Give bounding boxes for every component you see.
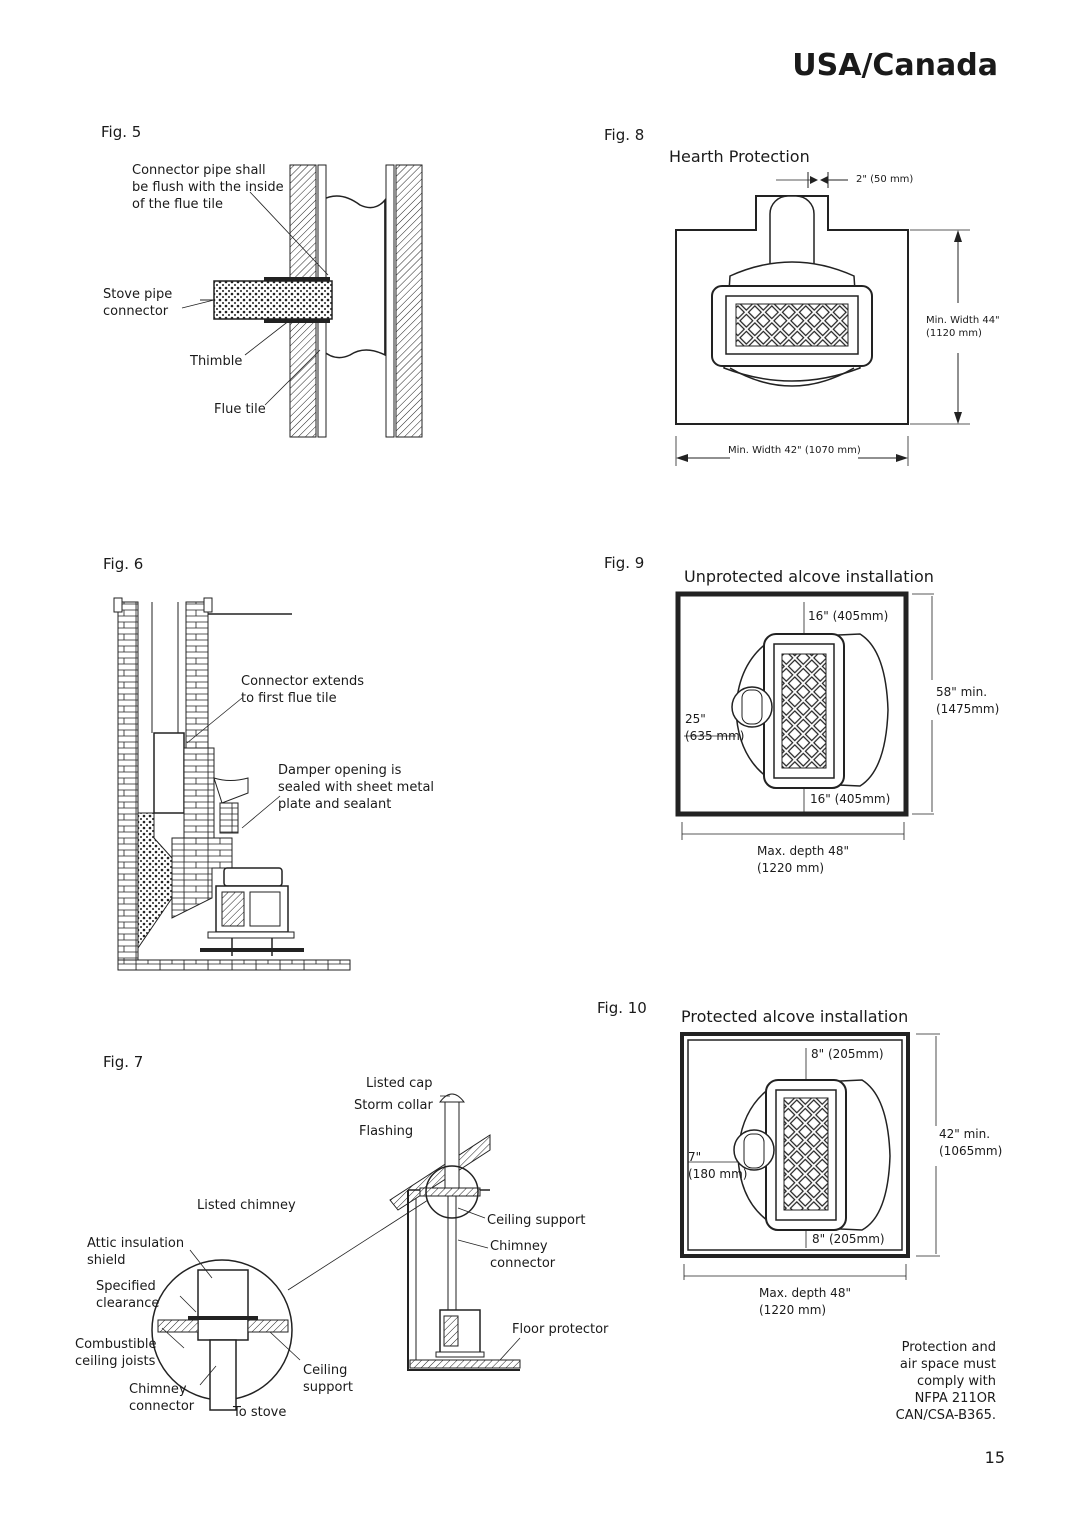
fig7-callout-to-stove: To stove xyxy=(233,1405,287,1420)
fig5-callout-stove-pipe: Stove pipe connector xyxy=(103,287,173,319)
fig5-callout-connector-pipe: Connector pipe shall be flush with the i… xyxy=(132,163,284,212)
fig10-alcove-diagram xyxy=(678,1030,943,1315)
fig8-dim-top: 2" (50 mm) xyxy=(856,174,914,185)
fig7-callout-attic-insulation: Attic insulation shield xyxy=(87,1236,185,1268)
fig8-label: Fig. 8 xyxy=(604,126,645,144)
fig9-dim-left: 25" (635 mm) xyxy=(685,712,745,743)
fig9-dim-depth: Max. depth 48" (1220 mm) xyxy=(757,844,849,875)
fig9-dim-bottom: 16" (405mm) xyxy=(810,792,891,806)
fig8-dim-bottom: Min. Width 42" (1070 mm) xyxy=(728,445,861,456)
fig6-fireplace-diagram xyxy=(112,598,362,973)
fig7-callout-chimney-connector-left: Chimney connector xyxy=(129,1382,195,1414)
page-region-title: USA/Canada xyxy=(792,48,998,83)
fig7-callout-ceiling-support: Ceiling support xyxy=(487,1213,586,1228)
fig7-callout-flashing: Flashing xyxy=(359,1124,414,1139)
fig10-title: Protected alcove installation xyxy=(681,1007,909,1026)
fig10-dim-left: 7" (180 mm) xyxy=(688,1150,748,1181)
fig9-dim-side: 58" min. (1475mm) xyxy=(936,685,1000,716)
fig7-callout-specified-clearance: Specified clearance xyxy=(96,1279,160,1311)
fig10-dim-bottom: 8" (205mm) xyxy=(812,1232,885,1246)
fig10-label: Fig. 10 xyxy=(597,999,647,1017)
fig7-callout-chimney-connector-right: Chimney connector xyxy=(490,1239,556,1271)
fig9-label: Fig. 9 xyxy=(604,554,645,572)
page-number: 15 xyxy=(984,1448,1005,1467)
fig9-title: Unprotected alcove installation xyxy=(684,567,934,586)
fig8-hearth-diagram xyxy=(670,168,970,468)
fig10-dim-top: 8" (205mm) xyxy=(811,1047,884,1061)
fig7-chimney-diagram xyxy=(140,1090,600,1430)
fig5-chimney-diagram xyxy=(200,160,440,445)
fig7-callout-combustible-joists: Combustible ceiling joists xyxy=(75,1337,157,1369)
fig9-dim-top: 16" (405mm) xyxy=(808,609,889,623)
fig10-dim-side: 42" min. (1065mm) xyxy=(939,1127,1003,1158)
compliance-note: Protection and air space must comply wit… xyxy=(895,1340,996,1423)
fig6-callout-connector-extends: Connector extends to first flue tile xyxy=(241,674,365,706)
fig7-callout-listed-chimney: Listed chimney xyxy=(197,1198,296,1213)
fig5-callout-thimble: Thimble xyxy=(190,354,243,369)
fig8-title: Hearth Protection xyxy=(669,147,810,166)
fig10-dim-depth: Max. depth 48" (1220 mm) xyxy=(759,1286,851,1317)
fig7-callout-storm-collar: Storm collar xyxy=(354,1098,433,1113)
fig7-label: Fig. 7 xyxy=(103,1053,144,1071)
fig7-callout-listed-cap: Listed cap xyxy=(366,1076,433,1091)
fig8-dim-right: Min. Width 44" (1120 mm) xyxy=(926,315,1000,339)
fig9-alcove-diagram xyxy=(676,590,941,875)
fig7-callout-ceiling-support-2: Ceiling support xyxy=(303,1363,353,1395)
fig7-callout-floor-protector: Floor protector xyxy=(512,1322,609,1337)
fig5-label: Fig. 5 xyxy=(101,123,142,141)
fig6-callout-damper: Damper opening is sealed with sheet meta… xyxy=(278,763,435,812)
fig5-callout-flue-tile: Flue tile xyxy=(214,402,266,417)
fig6-label: Fig. 6 xyxy=(103,555,144,573)
